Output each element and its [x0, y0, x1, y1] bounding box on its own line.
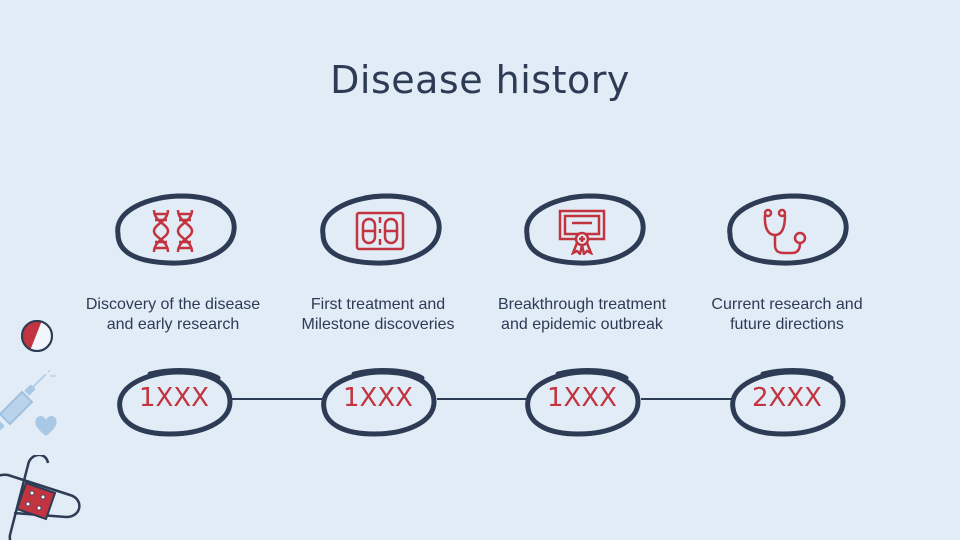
year-ring-1 [117, 368, 233, 437]
year-ring-4 [730, 368, 846, 437]
milestone-description-3: Breakthrough treatment and epidemic outb… [497, 296, 667, 333]
pill-box-icon [355, 211, 405, 251]
icon-ring-1 [115, 193, 237, 266]
certificate-icon [558, 209, 606, 255]
year-label-3: 1XXX [547, 383, 617, 413]
milestone-description-4: Current research and future directions [711, 296, 863, 333]
milestone-description-1: Discovery of the disease and early resea… [85, 296, 261, 333]
syringe-icon [0, 370, 56, 431]
year-label-2: 1XXX [343, 383, 413, 413]
timeline-connector-3 [641, 398, 733, 400]
year-ring-3 [525, 368, 641, 437]
dna-icon [152, 209, 194, 253]
icon-ring-4 [727, 193, 849, 266]
year-label-4: 2XXX [752, 383, 822, 413]
pill-icon [21, 320, 53, 352]
heart-icon [35, 416, 57, 436]
page-title: Disease history [330, 58, 630, 102]
year-label-1: 1XXX [139, 383, 209, 413]
icon-ring-3 [524, 193, 646, 266]
bandage-icon [0, 455, 81, 540]
milestone-description-2: First treatment and Milestone discoverie… [301, 296, 455, 333]
stethoscope-icon [763, 208, 807, 255]
timeline-connector-2 [437, 398, 529, 400]
timeline-connector-1 [232, 398, 324, 400]
icon-ring-2 [320, 193, 442, 266]
year-ring-2 [321, 368, 437, 437]
